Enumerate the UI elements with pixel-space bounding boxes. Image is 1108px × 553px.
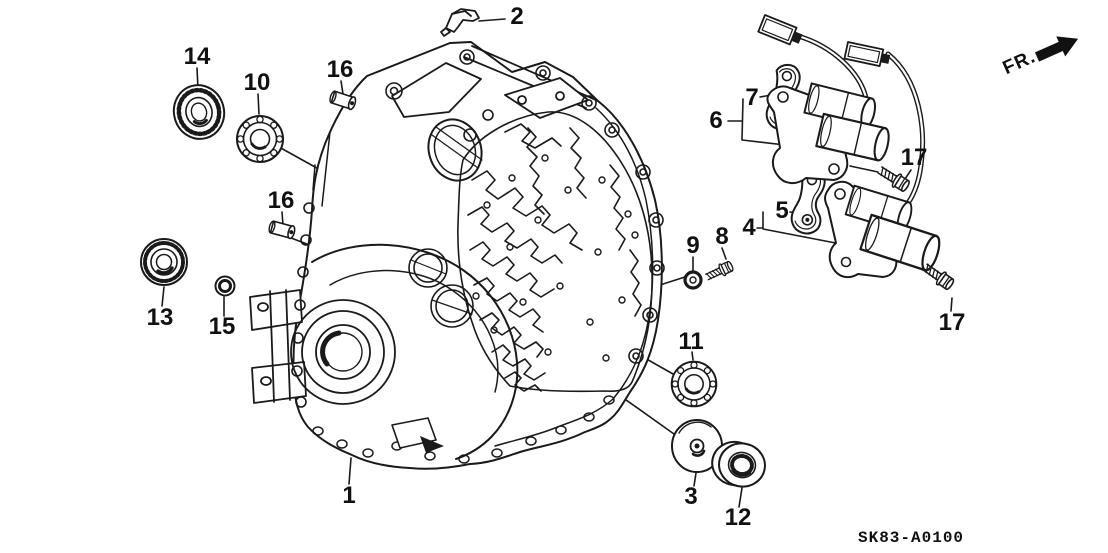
callout-2-6: 2 [510, 3, 524, 30]
callout-17-17: 17 [900, 144, 928, 171]
callout-5-15: 5 [775, 197, 789, 224]
callout-12-12: 12 [724, 504, 752, 531]
diagram-code: SK83-A0100 [858, 529, 965, 547]
part-10-ball-bearing [235, 114, 285, 164]
part-13-bearing [140, 238, 188, 286]
part-12-roller-bearing [711, 440, 766, 488]
part-6-solenoid-assembly [766, 82, 893, 184]
callout-3-11: 3 [684, 483, 698, 510]
callout-7-13: 7 [745, 84, 759, 111]
connector-b [843, 41, 891, 68]
callout-14-0: 14 [183, 43, 211, 70]
callout-16-3: 16 [267, 187, 295, 214]
part-16-dowel-pin-lower [266, 219, 297, 241]
part-9-washer [683, 270, 703, 290]
callout-9-8: 9 [686, 232, 700, 259]
part-14-oil-seal [172, 84, 226, 140]
hydraulic-passages [457, 111, 653, 393]
callout-13-4: 13 [146, 304, 174, 331]
callout-4-16: 4 [742, 214, 756, 241]
callout-1-7: 1 [342, 482, 356, 509]
callout-17-18: 17 [938, 309, 966, 336]
callout-8-9: 8 [715, 223, 729, 250]
connector-a [757, 14, 803, 46]
part-15-nut [214, 275, 236, 297]
part-4-solenoid-assembly [824, 180, 944, 279]
fr-arrow-icon [1034, 36, 1079, 62]
callout-10-1: 10 [243, 69, 271, 96]
part-3-washer-plate [671, 419, 723, 473]
callout-16-2: 16 [326, 56, 354, 83]
part-11-ball-bearing [670, 360, 718, 408]
part-8-bolt [703, 258, 736, 284]
torque-converter-housing-illustration [249, 41, 665, 470]
part-2-clip [440, 8, 480, 37]
callout-11-10: 11 [678, 328, 704, 355]
callout-6-14: 6 [709, 107, 723, 134]
callout-15-5: 15 [208, 313, 236, 340]
